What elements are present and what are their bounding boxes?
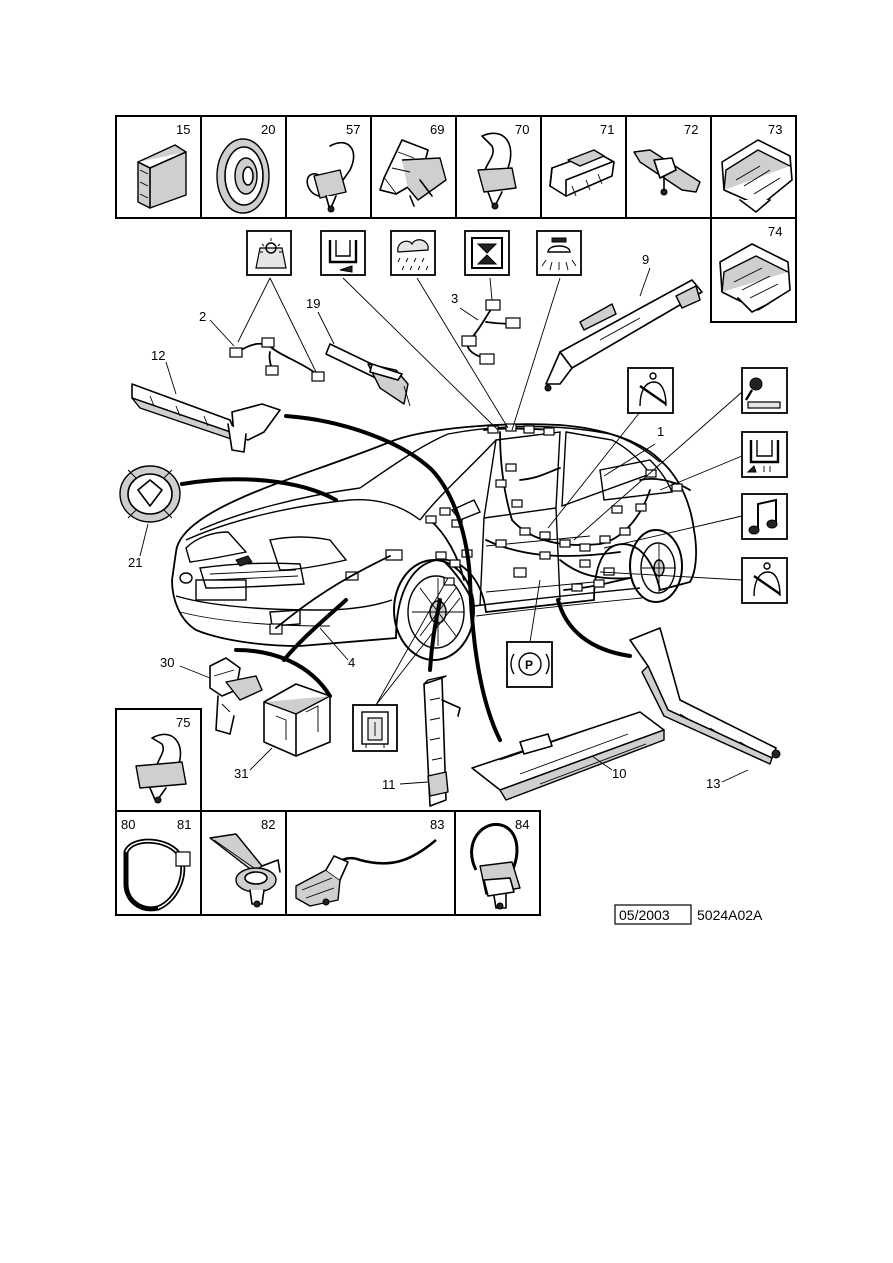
part-80-label: 80 [121, 817, 135, 832]
callout-13: 13 [706, 776, 720, 791]
part-72-label: 72 [684, 122, 698, 137]
parts-row-top: 15 20 57 69 [115, 115, 797, 219]
part-71[interactable]: 71 [549, 122, 615, 197]
part-21-clockspring[interactable] [119, 465, 181, 523]
part-15[interactable]: 15 [137, 122, 190, 209]
part-10-tray[interactable] [471, 711, 665, 801]
part-83[interactable]: 83 [295, 817, 444, 907]
parts-row-bottom: 80 81 82 83 84 [115, 810, 541, 916]
part-73[interactable]: 73 [721, 122, 793, 213]
part-83-label: 83 [430, 817, 444, 832]
part-13-rail[interactable] [629, 627, 781, 765]
part-70[interactable]: 70 [477, 122, 529, 210]
part-30-relay[interactable] [209, 657, 263, 735]
part-57[interactable]: 57 [306, 122, 360, 213]
callout-12: 12 [151, 348, 165, 363]
part-57-label: 57 [346, 122, 360, 137]
callout-2: 2 [199, 309, 206, 324]
symbol-sunroof-icon [464, 230, 510, 276]
callout-21: 21 [128, 555, 142, 570]
symbol-seatbelt-rear-icon [741, 557, 788, 604]
callout-19: 19 [306, 296, 320, 311]
part-74-label: 74 [768, 224, 782, 239]
part-20[interactable]: 20 [216, 122, 275, 214]
callout-3: 3 [451, 291, 458, 306]
part-71-label: 71 [600, 122, 614, 137]
part-20-label: 20 [261, 122, 275, 137]
part-3-harness[interactable] [461, 299, 521, 365]
callout-1: 1 [657, 424, 664, 439]
part-12-bracket[interactable] [131, 383, 281, 453]
part-15-label: 15 [176, 122, 190, 137]
part-2-harness[interactable] [229, 337, 325, 382]
callout-30: 30 [160, 655, 174, 670]
part-82[interactable]: 82 [209, 817, 281, 908]
part-80-81[interactable]: 80 81 [121, 817, 191, 912]
footer-date: 05/2003 [619, 907, 670, 923]
part-19-module[interactable] [325, 343, 411, 407]
leader-lines [237, 277, 743, 706]
symbol-fuse-icon [352, 704, 398, 752]
part-75-label: 75 [176, 715, 190, 730]
footer: 05/2003 5024A02A [614, 904, 763, 925]
symbol-cigar-lighter-icon [741, 367, 788, 414]
callouts: 1 2 3 4 9 10 11 12 13 19 21 30 31 [128, 252, 749, 792]
symbol-seatbelt-icon [627, 367, 674, 414]
part-74[interactable]: 74 [710, 217, 797, 323]
symbol-courtesy-light-icon [246, 230, 292, 276]
footer-ref: 5024A02A [697, 907, 763, 923]
callout-31: 31 [234, 766, 248, 781]
part-69[interactable]: 69 [379, 122, 447, 207]
symbol-seat-heater-icon [741, 431, 788, 478]
part-72[interactable]: 72 [633, 122, 701, 196]
symbol-dome-light-icon [536, 230, 582, 276]
callout-11: 11 [382, 777, 396, 792]
symbol-audio-icon [741, 493, 788, 540]
main-harness [269, 423, 691, 635]
part-73-label: 73 [768, 122, 782, 137]
part-11-bracket[interactable] [423, 675, 461, 807]
symbol-parking-brake-icon: P [506, 641, 553, 688]
part-81-label: 81 [177, 817, 191, 832]
car-body [171, 423, 697, 661]
part-82-label: 82 [261, 817, 275, 832]
callout-9: 9 [642, 252, 649, 267]
part-9-rail[interactable] [544, 279, 703, 392]
svg-text:P: P [525, 658, 533, 672]
part-69-label: 69 [430, 122, 444, 137]
part-31-relaybox[interactable] [263, 683, 331, 757]
symbol-seat-icon [320, 230, 366, 276]
part-70-label: 70 [515, 122, 529, 137]
callout-4: 4 [348, 655, 355, 670]
part-75[interactable]: 75 [115, 708, 202, 812]
callout-10: 10 [612, 766, 626, 781]
harness-4 [275, 555, 391, 629]
part-84[interactable]: 84 [470, 817, 530, 910]
symbol-rain-sensor-icon [390, 230, 436, 276]
part-84-label: 84 [515, 817, 529, 832]
